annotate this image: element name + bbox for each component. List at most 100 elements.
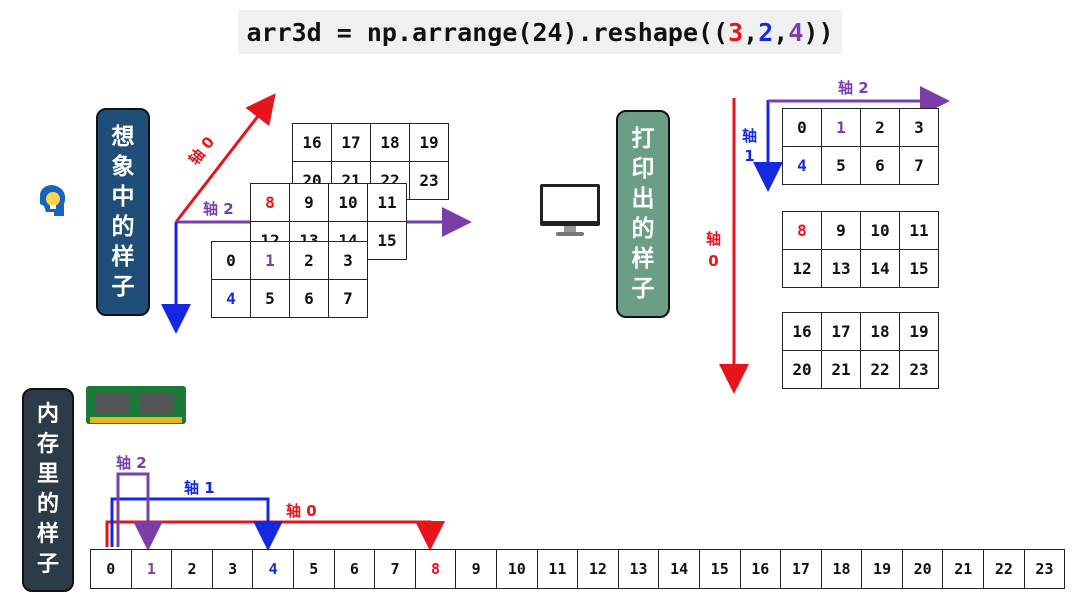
memory-cell: 9: [456, 549, 497, 589]
cell: 8: [250, 183, 290, 222]
cell: 19: [899, 312, 939, 351]
cell: 7: [328, 279, 368, 318]
cell: 16: [782, 312, 822, 351]
cell: 5: [821, 146, 861, 185]
memory-cell: 14: [659, 549, 700, 589]
memory-cell: 6: [334, 549, 376, 589]
cell: 1: [250, 241, 290, 280]
cell: 8: [782, 211, 822, 250]
memory-cell: 15: [699, 549, 741, 589]
label-char: 子: [631, 276, 655, 302]
cell: 6: [289, 279, 329, 318]
cell: 11: [899, 211, 939, 250]
memory-cell: 17: [781, 549, 822, 589]
label-char: 样: [111, 244, 135, 270]
code-sep2: ,: [773, 17, 789, 47]
cell: 3: [899, 108, 939, 147]
axis-char: 1: [744, 147, 755, 165]
label-char: 象: [111, 154, 135, 180]
memory-cell: 7: [375, 549, 416, 589]
memory-cell: 22: [984, 549, 1025, 589]
code-suffix: )): [803, 17, 834, 47]
memory-axis1-label: 轴 1: [184, 479, 215, 497]
label-char: 出: [631, 186, 655, 212]
cell: 6: [860, 146, 900, 185]
axis-char: 0: [708, 252, 719, 270]
memory-cell: 18: [821, 549, 863, 589]
code-prefix: arr3d = np.arrange(24).reshape((: [246, 17, 729, 47]
cell: 3: [328, 241, 368, 280]
label-char: 样: [36, 522, 59, 547]
printed-view-label: 打 印 出 的 样 子: [616, 110, 670, 318]
label-char: 内: [36, 402, 59, 427]
cell: 7: [899, 146, 939, 185]
printed-axis0-label: 轴 0: [706, 228, 721, 272]
axis-char: 轴: [742, 127, 758, 145]
cell: 23: [409, 161, 449, 200]
memory-cell: 2: [172, 549, 213, 589]
memory-cell: 20: [902, 549, 944, 589]
memory-axis0-label: 轴 0: [286, 502, 317, 520]
cell: 0: [211, 241, 251, 280]
cell: 0: [782, 108, 822, 147]
memory-cell: 13: [618, 549, 660, 589]
label-char: 想: [111, 124, 135, 150]
label-char: 子: [36, 552, 59, 577]
cell: 10: [860, 211, 900, 250]
cell: 9: [289, 183, 329, 222]
memory-cell: 4: [253, 549, 294, 589]
memory-cell: 23: [1024, 549, 1066, 589]
cell: 12: [782, 249, 822, 288]
cell: 4: [782, 146, 822, 185]
memory-cell: 3: [212, 549, 254, 589]
label-char: 的: [111, 214, 135, 240]
memory-cell: 0: [91, 549, 132, 589]
cell: 15: [367, 221, 407, 260]
memory-cell: 5: [293, 549, 335, 589]
cell: 16: [292, 123, 332, 162]
imagined-view-label: 想 象 中 的 样 子: [96, 108, 150, 316]
memory-cell: 21: [943, 549, 985, 589]
cell: 2: [289, 241, 329, 280]
cell: 17: [331, 123, 371, 162]
label-char: 的: [36, 492, 59, 517]
cell: 14: [860, 249, 900, 288]
code-banner: arr3d = np.arrange(24).reshape((3,2,4)): [238, 10, 842, 54]
imagined-axis0-label: 轴 0: [185, 133, 219, 169]
label-char: 的: [631, 216, 655, 242]
label-char: 存: [36, 432, 59, 457]
cell: 15: [899, 249, 939, 288]
label-char: 样: [631, 246, 655, 272]
printed-axis2-label: 轴 2: [838, 79, 869, 97]
label-char: 打: [631, 126, 655, 152]
cell: 19: [409, 123, 449, 162]
memory-cell: 12: [578, 549, 619, 589]
cell: 18: [860, 312, 900, 351]
code-dim0: 3: [728, 17, 744, 47]
label-char: 子: [111, 274, 135, 300]
label-char: 里: [36, 462, 59, 487]
code-sep1: ,: [743, 17, 759, 47]
memory-cell: 19: [862, 549, 903, 589]
cell: 5: [250, 279, 290, 318]
cell: 20: [782, 350, 822, 389]
cell: 10: [328, 183, 368, 222]
cell: 2: [860, 108, 900, 147]
cell: 17: [821, 312, 861, 351]
cell: 4: [211, 279, 251, 318]
cell: 13: [821, 249, 861, 288]
label-char: 中: [111, 184, 135, 210]
memory-cell: 10: [496, 549, 538, 589]
memory-cell: 8: [415, 549, 457, 589]
cell: 18: [370, 123, 410, 162]
label-char: 印: [631, 156, 655, 182]
axis-char: 轴: [706, 230, 722, 248]
memory-cell: 16: [740, 549, 782, 589]
